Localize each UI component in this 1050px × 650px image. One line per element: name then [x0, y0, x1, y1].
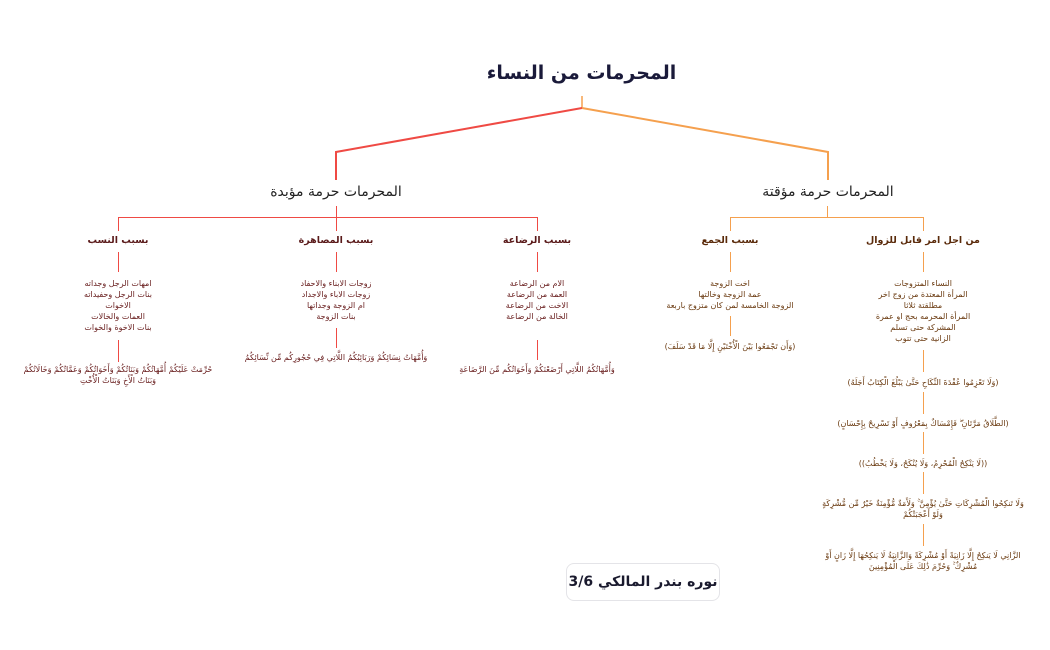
rada-verse: وَأُمَّهَاتُكُمُ اللَّاتِي أَرْضَعْنَكُم… — [459, 365, 615, 374]
diagram-title: المحرمات من النساء — [486, 62, 677, 84]
zawal-item: المرأة المحرمه بحج او عمرة — [875, 312, 971, 321]
category-rada-label: بسبب الرضاعة — [502, 235, 572, 246]
musahara-connector-1 — [336, 252, 337, 272]
temporary-branch-label: المحرمات حرمة مؤقتة — [762, 184, 894, 200]
zawal-verse-1: (وَلَا تَعْزِمُوا عُقْدَةَ النِّكَاحِ حَ… — [847, 378, 999, 387]
rada-connector-1 — [537, 252, 538, 272]
rada-item: الام من الرضاعة — [509, 279, 565, 288]
nasab-item: الاخوات — [105, 301, 131, 310]
jam-item: عمة الزوجة وخالتها — [698, 290, 762, 299]
musahara-item: ام الزوجة وجداتها — [306, 301, 365, 310]
category-jam-label: بسبب الجمع — [701, 235, 759, 246]
zawal-connector-1 — [923, 252, 924, 272]
zawal-connector-6 — [923, 524, 924, 546]
permanent-drop-musahara — [336, 217, 337, 231]
permanent-hbar — [118, 217, 538, 218]
zawal-connector-5 — [923, 472, 924, 494]
nasab-items: امهات الرجل وجداته بنات الرجل وحفيداته ا… — [38, 278, 198, 333]
nasab-item: العمات والخالات — [91, 312, 145, 321]
musahara-items: زوجات الابناء والاحفاد زوجات الاباء والا… — [256, 278, 416, 322]
rada-item: العمة من الرضاعة — [506, 290, 568, 299]
nasab-item: بنات الاخوة والخوات — [84, 323, 152, 332]
zawal-verse-3: ((لَا يَنْكِحُ الْمُحْرِمُ، وَلَا يُنْكَ… — [858, 459, 988, 468]
jam-items: اخت الزوجة عمة الزوجة وخالتها الزوجة الخ… — [640, 278, 820, 311]
temporary-hbar — [730, 217, 924, 218]
nasab-item: بنات الرجل وحفيداته — [84, 290, 152, 299]
permanent-stem — [336, 206, 337, 218]
musahara-item: زوجات الاباء والاجداد — [301, 290, 371, 299]
jam-connector-1 — [730, 252, 731, 272]
permanent-drop-nasab — [118, 217, 119, 231]
permanent-drop-rada — [537, 217, 538, 231]
zawal-item: مطلقتة ثلاثا — [903, 301, 943, 310]
author-signature: نوره بندر المالكي 3/6 — [566, 563, 720, 601]
zawal-item: الزانية حتى تتوب — [895, 334, 951, 343]
musahara-item: بنات الزوجة — [316, 312, 356, 321]
zawal-verse-line: وَلَا تَنكِحُوا الْمُشْرِكَاتِ حَتَّىٰ ي… — [822, 499, 1024, 508]
nasab-connector-1 — [118, 252, 119, 272]
nasab-verse: حُرِّمَتْ عَلَيْكُمْ أُمَّهَاتُكُمْ وَبَ… — [8, 364, 228, 386]
musahara-connector-2 — [336, 328, 337, 348]
musahara-item: زوجات الابناء والاحفاد — [300, 279, 372, 288]
jam-verse: (وَأَن تَجْمَعُوا بَيْنَ الْأُخْتَيْنِ إ… — [664, 342, 796, 351]
zawal-items: النساء المتزوجات المرأة المعتدة من زوج ا… — [843, 278, 1003, 344]
zawal-verse-5: الزَّانِي لَا يَنكِحُ إِلَّا زَانِيَةً أ… — [803, 550, 1043, 572]
nasab-connector-2 — [118, 340, 119, 362]
jam-item: اخت الزوجة — [710, 279, 750, 288]
zawal-item: المرأة المعتدة من زوج اخر — [878, 290, 968, 299]
nasab-verse-line: حُرِّمَتْ عَلَيْكُمْ أُمَّهَاتُكُمْ وَبَ… — [23, 365, 213, 374]
zawal-verse-line: مُشْرِكٌ ۚ وَحُرِّمَ ذَٰلِكَ عَلَى الْمُ… — [868, 562, 978, 571]
nasab-item: امهات الرجل وجداته — [84, 279, 152, 288]
category-zawal-label: من اجل امر قابل للزوال — [866, 235, 980, 246]
zawal-verse-4: وَلَا تَنكِحُوا الْمُشْرِكَاتِ حَتَّىٰ ي… — [803, 498, 1043, 520]
temporary-drop-zawal — [923, 217, 924, 231]
jam-connector-2 — [730, 316, 731, 336]
zawal-connector-4 — [923, 432, 924, 454]
rada-connector-2 — [537, 340, 538, 360]
zawal-connector-3 — [923, 392, 924, 414]
zawal-item: النساء المتزوجات — [894, 279, 952, 288]
zawal-verse-2: (الطَّلَاقُ مَرَّتَانِ ۖ فَإِمْسَاكٌ بِم… — [837, 419, 1009, 428]
temporary-stem — [827, 206, 828, 218]
permanent-branch-label: المحرمات حرمة مؤبدة — [270, 184, 402, 200]
category-musahara-label: بسبب المصاهرة — [298, 235, 374, 246]
rada-item: الاخت من الرضاعة — [505, 301, 569, 310]
zawal-verse-line: الزَّانِي لَا يَنكِحُ إِلَّا زَانِيَةً أ… — [825, 551, 1021, 560]
temporary-drop-jam — [730, 217, 731, 231]
rada-items: الام من الرضاعة العمة من الرضاعة الاخت م… — [457, 278, 617, 322]
rada-item: الخالة من الرضاعة — [506, 312, 568, 321]
zawal-verse-line: وَلَوْ أَعْجَبَتْكُمْ — [903, 510, 943, 519]
nasab-verse-line: وَبَنَاتُ الْأَخِ وَبَنَاتُ الْأُخْتِ — [79, 376, 157, 385]
zawal-item: المشركة حتى تسلم — [890, 323, 956, 332]
jam-item: الزوجة الخامسة لمن كان متزوج باربعة — [666, 301, 794, 310]
category-nasab-label: بسبب النسب — [87, 235, 149, 246]
musahara-verse: وَأُمَّهَاتُ نِسَائِكُمْ وَرَبَائِبُكُمُ… — [244, 353, 428, 362]
zawal-connector-2 — [923, 350, 924, 372]
